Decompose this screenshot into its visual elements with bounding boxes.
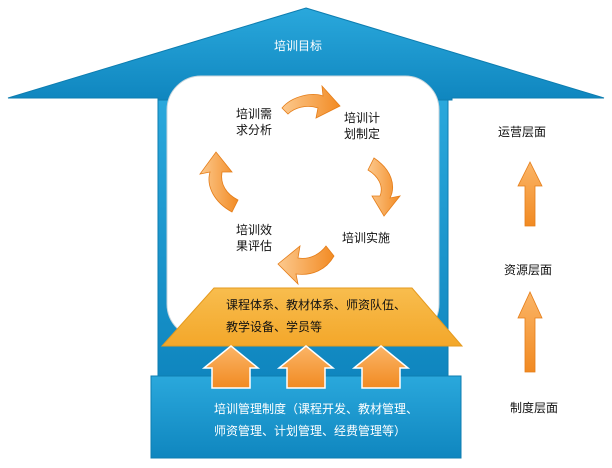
level-label-resources: 资源层面 [504, 263, 553, 277]
foundation-text: 培训管理制度（课程开发、教材管理、 师资管理、计划管理、经费管理等） [214, 398, 418, 442]
foundation-line-1: 培训管理制度（课程开发、教材管理、 [214, 402, 419, 416]
cycle-arrow-top [281, 84, 341, 119]
cycle-label-evaluation: 培训效 果评估 [236, 222, 272, 254]
up-arrow-2 [276, 345, 336, 389]
cycle-label-needs-analysis: 培训需 求分析 [236, 106, 272, 138]
up-arrow-1 [201, 345, 261, 389]
needs-analysis-line-2: 求分析 [236, 123, 273, 137]
resources-line-1: 课程体系、教材体系、师资队伍、 [226, 298, 407, 312]
foundation-box [150, 375, 462, 459]
cycle-label-plan-making: 培训计 划制定 [344, 110, 380, 142]
level-label-operations: 运营层面 [498, 125, 547, 139]
evaluation-line-1: 培训效 [236, 223, 273, 237]
evaluation-line-2: 果评估 [236, 239, 273, 253]
level-arrow-upper [517, 161, 543, 227]
cycle-arrow-right [367, 157, 401, 217]
resources-text: 课程体系、教材体系、师资队伍、 教学设备、学员等 [226, 294, 406, 338]
plan-making-line-2: 划制定 [344, 127, 381, 141]
roof-title: 培训目标 [274, 39, 323, 53]
level-arrow-lower [517, 291, 543, 373]
resources-trapezoid [160, 287, 464, 347]
cycle-arrow-bottom [277, 245, 335, 286]
foundation-line-2: 师资管理、计划管理、经费管理等） [214, 424, 407, 438]
cycle-label-implementation: 培训实施 [342, 231, 391, 245]
up-arrow-3 [351, 345, 411, 389]
plan-making-line-1: 培训计 [344, 111, 381, 125]
resources-line-2: 教学设备、学员等 [226, 320, 323, 334]
cycle-arrow-left [199, 151, 239, 213]
needs-analysis-line-1: 培训需 [236, 107, 273, 121]
level-label-system: 制度层面 [510, 401, 559, 415]
